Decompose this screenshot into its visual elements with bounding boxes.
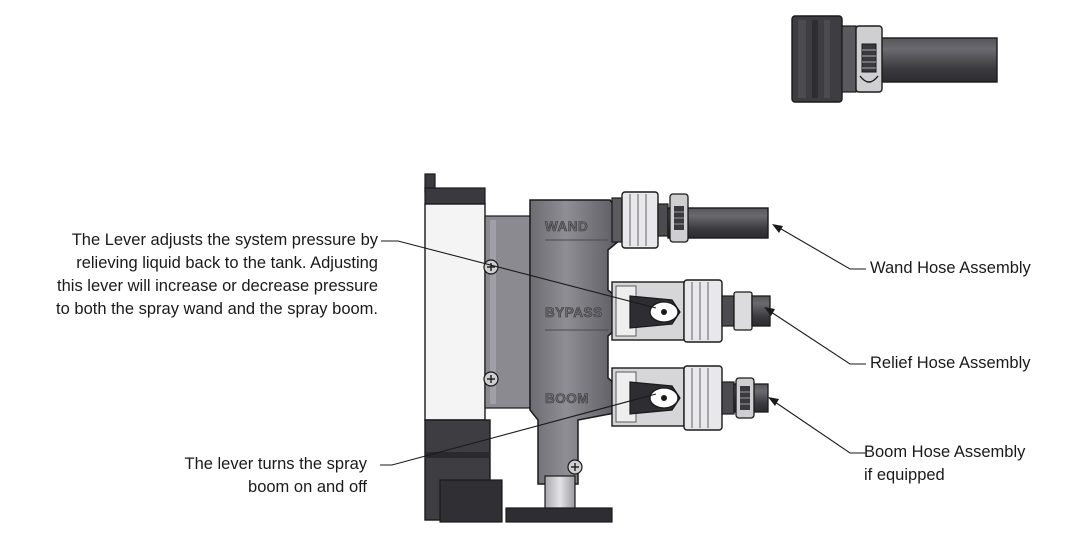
leader-wand-hose [775,225,866,270]
wand-port-label: WAND [545,219,588,234]
screw-lower [483,371,499,387]
leader-relief-hose [767,309,866,365]
callout-lever-boom: The lever turns the spray boom on and of… [184,455,368,496]
detached-hose-assembly [791,15,998,103]
boom-port [611,365,769,431]
arrowhead-relief [764,307,775,316]
leader-boom-hose [771,399,866,454]
callout-lever-pressure: The Lever adjusts the system pressure by… [56,231,378,318]
mounting-plate [424,173,531,523]
screw-upper [483,259,499,275]
wand-port [611,191,769,249]
bypass-lever [629,295,681,329]
boom-lever [629,381,681,415]
callout-wand-hose: Wand Hose Assembly [870,259,1031,277]
bypass-port-label: BYPASS [545,305,603,320]
leader-lever-boom [380,393,657,466]
boom-port-label: BOOM [545,391,589,406]
arrowhead-wand [772,224,783,233]
callout-relief-hose: Relief Hose Assembly [870,354,1031,372]
arrowhead-boom [768,397,779,406]
callout-boom-hose: Boom Hose Assembly if equipped [864,443,1026,484]
leader-lever-pressure [381,240,657,309]
